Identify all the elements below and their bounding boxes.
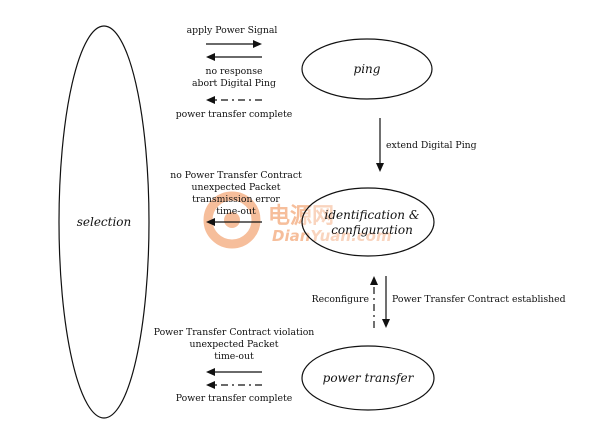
label-power-transfer-complete-ping: power transfer complete [176, 109, 293, 120]
arrow-ping-complete [206, 96, 262, 104]
state-selection-label: selection [77, 215, 132, 229]
label-unexpected-packet-pt: unexpected Packet [190, 339, 279, 350]
label-timeout-pt: time-out [214, 351, 254, 362]
state-identification-label-1: identification & [325, 208, 420, 222]
state-ping [301, 38, 433, 100]
arrow-identification-to-selection [206, 218, 262, 226]
watermark-logo-icon [203, 191, 261, 249]
state-identification [301, 187, 435, 257]
label-extend-digital-ping: extend Digital Ping [386, 140, 477, 151]
watermark-site-text: DianYuan.com [272, 227, 392, 245]
arrow-power-transfer-complete [206, 381, 262, 389]
label-contract-violation: Power Transfer Contract violation [154, 327, 315, 338]
state-power-transfer-label: power transfer [323, 371, 415, 385]
arrow-ping-no-response [206, 53, 262, 61]
arrow-selection-to-ping [206, 40, 262, 48]
label-no-contract: no Power Transfer Contract [170, 170, 302, 181]
state-ping-label: ping [354, 62, 381, 76]
label-abort-digital-ping: abort Digital Ping [192, 78, 276, 89]
label-reconfigure: Reconfigure [312, 294, 370, 305]
label-no-response: no response [205, 66, 263, 77]
watermark-logo-core-icon [224, 212, 240, 228]
label-transmission-error: transmission error [192, 194, 280, 205]
arrow-reconfigure [370, 276, 378, 328]
label-contract-established: Power Transfer Contract established [392, 294, 566, 305]
state-identification-label-2: configuration [331, 223, 413, 237]
state-power-transfer [301, 345, 435, 411]
arrow-power-transfer-fault [206, 368, 262, 376]
label-unexpected-packet-id: unexpected Packet [192, 182, 281, 193]
arrow-contract-established [382, 276, 390, 328]
watermark-cn-text: 电源网 [268, 204, 334, 229]
label-power-transfer-complete-pt: Power transfer complete [176, 393, 293, 404]
watermark: 电源网 DianYuan.com [203, 191, 392, 249]
arrow-ping-to-identification [376, 118, 384, 172]
label-apply-power-signal: apply Power Signal [187, 25, 278, 36]
label-timeout-id: time-out [216, 206, 256, 217]
state-selection [58, 25, 150, 419]
